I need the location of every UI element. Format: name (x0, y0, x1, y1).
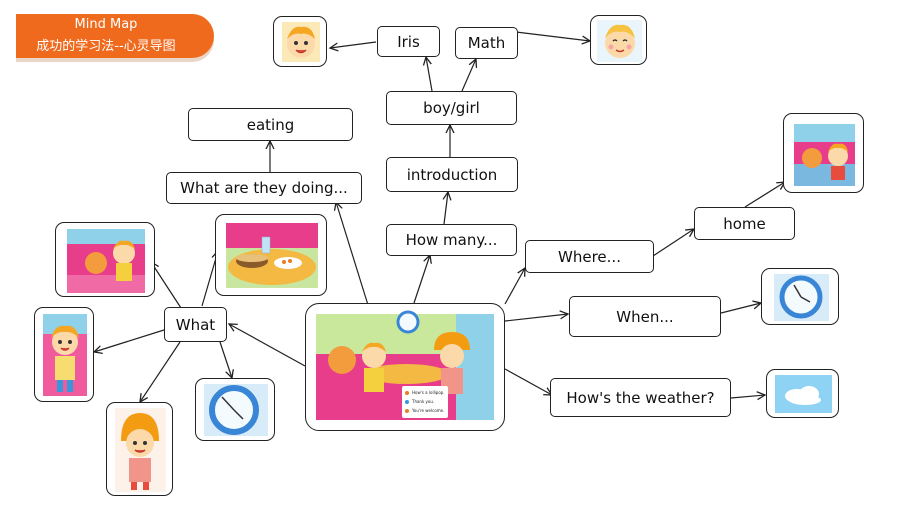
arrow-center-where (504, 268, 525, 305)
node-eating[interactable]: eating (188, 108, 353, 141)
arrow-center-weather (504, 368, 552, 395)
speech-line-1: How's a lollipop. (412, 390, 445, 395)
pic-food[interactable] (215, 214, 327, 296)
speech-box (402, 386, 448, 418)
speech-line-2: Thank you. (412, 399, 435, 404)
arrow-what-clock (219, 341, 232, 378)
arrow-boy-girl-math (461, 59, 476, 92)
arrow-home-pic (744, 182, 785, 208)
boy-icon (113, 242, 135, 264)
pic-clock-left[interactable] (195, 378, 275, 441)
pic-home[interactable] (783, 113, 864, 193)
pic-girl[interactable] (34, 307, 94, 402)
arrow-center-how-many (413, 255, 430, 304)
node-when[interactable]: When... (569, 296, 721, 337)
boy-icon (287, 30, 315, 58)
arrow-center-when (504, 314, 568, 322)
pic-girl-two[interactable] (106, 402, 173, 496)
pic-smile-face[interactable] (590, 15, 647, 65)
node-boy-girl[interactable]: boy/girl (386, 91, 517, 125)
banner-title: Mind Map (74, 17, 138, 32)
node-where[interactable]: Where... (525, 240, 654, 273)
node-math[interactable]: Math (455, 27, 518, 59)
node-home[interactable]: home (694, 207, 795, 240)
pic-boy-room[interactable] (55, 222, 155, 297)
pic-cloud[interactable] (766, 369, 839, 418)
node-how-many[interactable]: How many... (386, 224, 517, 256)
clock-icon (396, 310, 420, 334)
arrow-iris-boy-pic (330, 41, 377, 48)
arrow-what-girl2-pic (140, 341, 181, 402)
arrow-where-home (652, 229, 694, 257)
cloud-icon (785, 386, 821, 405)
node-what-doing[interactable]: What are they doing... (166, 172, 362, 204)
arrow-what-boy-pic (151, 262, 182, 309)
banner-subtitle: 成功的学习法--心灵导图 (36, 39, 176, 54)
arrow-weather-cloud (730, 395, 765, 398)
girl-icon (52, 329, 78, 355)
node-introduction[interactable]: introduction (386, 157, 518, 192)
arrow-how-many-introduction (444, 192, 448, 225)
pic-center-scene[interactable]: How's a lollipop. Thank you. You're welc… (305, 303, 505, 431)
pic-boy-face[interactable] (273, 16, 327, 67)
node-iris[interactable]: Iris (377, 26, 440, 57)
table-icon (364, 364, 448, 384)
arrow-center-what-doing (336, 202, 369, 306)
boy-icon (362, 344, 386, 368)
node-weather[interactable]: How's the weather? (550, 378, 731, 417)
girl-icon (126, 429, 154, 457)
table-icon (228, 249, 316, 285)
banner-background (16, 14, 214, 58)
arrow-when-clock (720, 303, 761, 314)
pic-clock-right[interactable] (761, 268, 839, 325)
arrow-boy-girl-iris (426, 57, 433, 92)
arrow-what-girl-pic (94, 329, 165, 352)
arrow-math-smile-pic (515, 31, 590, 41)
boy-icon (828, 146, 848, 166)
girl-icon (440, 344, 464, 368)
speech-line-3: You're welcome. (412, 408, 445, 413)
smile-face-icon (605, 28, 635, 58)
node-what[interactable]: What (164, 307, 227, 342)
arrow-center-what (229, 324, 306, 367)
mind-map-banner: Mind Map 成功的学习法--心灵导图 (16, 14, 214, 64)
